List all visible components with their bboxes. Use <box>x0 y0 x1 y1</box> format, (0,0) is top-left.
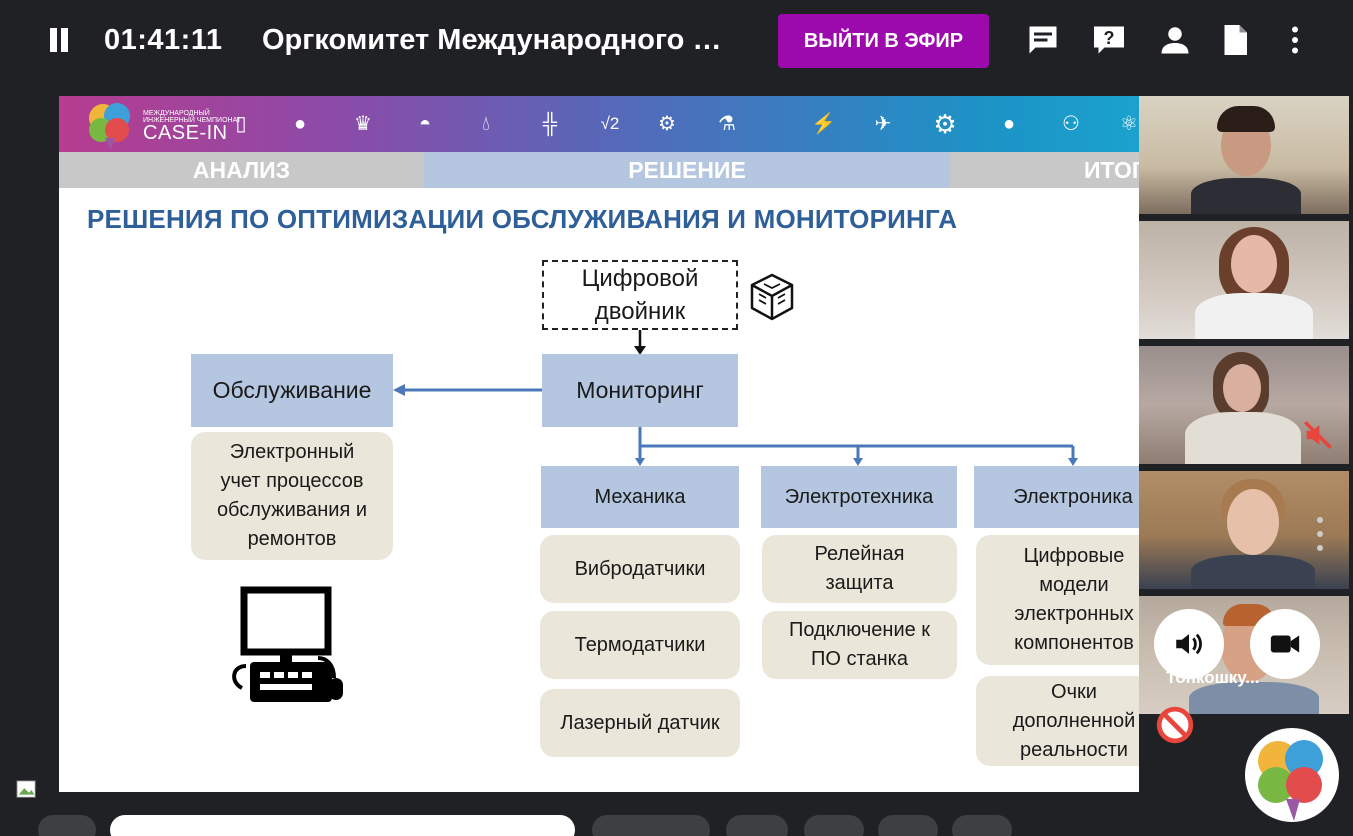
digital-twin-box: Цифровой двойник <box>542 260 738 330</box>
slide-tabs: АНАЛИЗ РЕШЕНИЕ ИТОГ <box>59 152 1139 188</box>
electronics-item-2-line2: дополненной <box>1012 709 1136 732</box>
document-icon[interactable] <box>1217 22 1253 60</box>
person-icon[interactable] <box>1157 22 1193 60</box>
broadcast-timer: 01:41:11 <box>104 24 223 56</box>
tab-result: ИТОГ <box>950 152 1139 188</box>
volume-icon <box>1176 633 1202 655</box>
case-in-badge-icon[interactable] <box>1244 727 1340 823</box>
broken-image-icon <box>16 780 36 798</box>
chat-icon[interactable] <box>1025 22 1061 60</box>
tab-analysis: АНАЛИЗ <box>59 152 424 188</box>
electrical-item-2-line2: ПО станка <box>811 648 908 670</box>
rocket-icon: ✈ <box>874 113 892 135</box>
computer-icon <box>232 586 343 702</box>
drop-icon: 💧︎ <box>482 113 490 135</box>
slide-title: РЕШЕНИЯ ПО ОПТИМИЗАЦИИ ОБСЛУЖИВАНИЯ И МО… <box>87 204 958 234</box>
electrical-item-2: Подключение к ПО станка <box>762 611 957 679</box>
tower-icon: ╬ <box>542 113 558 135</box>
plug-icon: ⚡ <box>811 113 836 135</box>
bottom-toolbar <box>0 815 1353 836</box>
participant-video-1[interactable] <box>1139 96 1349 214</box>
diagram-connectors <box>393 328 1078 466</box>
toolbar-button-1[interactable] <box>38 815 96 836</box>
electrical-item-1-line1: Релейная <box>814 543 905 565</box>
pause-icon[interactable] <box>48 28 70 54</box>
camera-button[interactable] <box>1250 609 1320 679</box>
mechanics-item-2: Термодатчики <box>540 611 740 679</box>
digital-twin-line2: двойник <box>594 298 686 325</box>
maintenance-detail-line3: обслуживания и <box>216 499 368 521</box>
toolbar-button-6[interactable] <box>878 815 938 836</box>
gears-icon: ⚙ <box>933 109 957 139</box>
electrical-item-1: Релейная защита <box>762 535 957 603</box>
electrical-item-2-line1: Подключение к <box>788 619 931 641</box>
blocked-icon <box>1156 706 1194 744</box>
monitoring-box: Мониторинг <box>542 354 738 427</box>
toolbar-button-7[interactable] <box>952 815 1012 836</box>
logo-brand: CASE-IN <box>143 122 228 144</box>
electronics-item-1: Цифровые модели электронных компонентов <box>976 535 1139 665</box>
muted-icon <box>1303 420 1333 450</box>
top-bar: 01:41:11 Оргкомитет Международного … ВЫЙ… <box>0 0 1353 82</box>
electronics-item-1-line1: Цифровые <box>1023 545 1125 567</box>
toolbar-button-2[interactable] <box>110 815 575 836</box>
electronics-item-1-line3: электронных <box>1014 603 1134 625</box>
electronics-item-2-line3: реальности <box>1020 738 1128 761</box>
audio-button[interactable] <box>1154 609 1224 679</box>
svg-text:?: ? <box>1104 28 1115 48</box>
maintenance-detail-box: Электронный учет процессов обслуживания … <box>191 432 393 560</box>
participant-video-2[interactable] <box>1139 221 1349 339</box>
mechanics-item-1: Вибродатчики <box>540 535 740 603</box>
trophy-icon: ♛ <box>354 113 372 135</box>
team-icon: ⚇ <box>1062 113 1080 135</box>
electronics-item-1-line2: модели <box>1039 574 1109 596</box>
speech-icon: ● <box>1002 113 1016 135</box>
maintenance-detail-line2: учет процессов <box>220 470 364 492</box>
maintenance-box: Обслуживание <box>191 354 393 427</box>
gear-icon: ⚙ <box>658 113 676 135</box>
helmet-icon: ◓ <box>418 113 432 135</box>
chip-cube-icon <box>750 273 794 321</box>
participant-video-4[interactable] <box>1139 471 1349 589</box>
maintenance-detail-line1: Электронный <box>229 441 355 463</box>
electronics-item-1-line4: компонентов <box>1014 632 1134 654</box>
electronics-item-2: Очки дополненной реальности <box>976 676 1139 766</box>
more-vert-icon[interactable] <box>1277 22 1313 60</box>
mechanics-item-3: Лазерный датчик <box>540 689 740 757</box>
toolbar-button-4[interactable] <box>726 815 788 836</box>
broadcast-title: Оргкомитет Международного … <box>262 24 722 56</box>
sqrt-icon: √2 <box>600 114 620 133</box>
toolbar-button-5[interactable] <box>804 815 864 836</box>
participant-video-3[interactable] <box>1139 346 1349 464</box>
participant-name-label: Тонкошку... <box>1166 668 1260 687</box>
mechanics-box: Механика <box>541 466 739 528</box>
electrical-box: Электротехника <box>761 466 957 528</box>
electrical-item-1-line2: защита <box>825 572 894 594</box>
atom-icon: ⚛ <box>1120 113 1138 135</box>
toolbar-button-3[interactable] <box>592 815 710 836</box>
electronics-item-2-line1: Очки <box>1051 680 1097 703</box>
electronics-box: Электроника <box>974 466 1139 528</box>
logo-line1: МЕЖДУНАРОДНЫЙ <box>143 110 210 117</box>
tab-solution: РЕШЕНИЕ <box>424 152 950 188</box>
phone-icon: ▯ <box>235 113 247 135</box>
globe-icon: ● <box>293 113 307 135</box>
video-camera-icon <box>1270 635 1300 653</box>
microscope-icon: ⚗ <box>718 113 736 135</box>
help-icon[interactable]: ? <box>1091 22 1127 60</box>
maintenance-detail-line4: ремонтов <box>247 528 337 550</box>
go-live-button[interactable]: ВЫЙТИ В ЭФИР <box>778 14 989 68</box>
logo-line2: ИНЖЕНЕРНЫЙ ЧЕМПИОНАТ <box>143 117 241 124</box>
digital-twin-line1: Цифровой <box>581 265 699 292</box>
